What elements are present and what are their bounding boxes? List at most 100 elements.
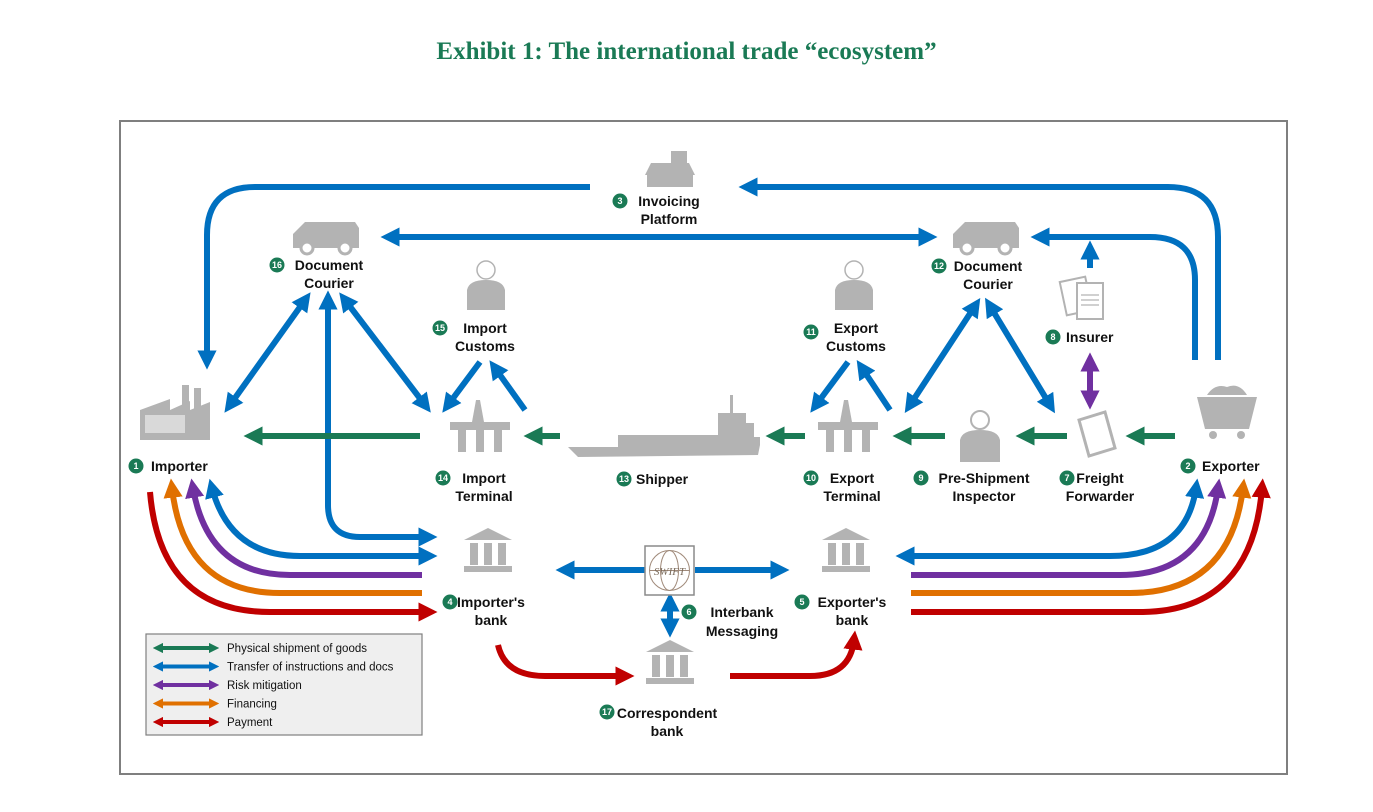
node-label-line2: Courier: [304, 275, 354, 291]
svg-text:2: 2: [1185, 461, 1190, 471]
svg-text:1: 1: [133, 461, 138, 471]
node-label-line1: Correspondent: [617, 705, 718, 721]
exhibit-title: Exhibit 1: The international trade “ecos…: [436, 38, 937, 65]
factory-icon: [140, 385, 210, 440]
oil-rig-icon: [818, 400, 878, 452]
node-label-line2: bank: [651, 723, 684, 739]
node-number-badge: 3: [612, 193, 628, 209]
svg-text:14: 14: [438, 473, 448, 483]
node-label-line1: Freight: [1076, 470, 1124, 486]
node-number-badge: 15: [432, 320, 448, 336]
node-label-line1: Pre-Shipment: [938, 470, 1029, 486]
node-label-line2: Customs: [826, 338, 886, 354]
legend-item: Payment: [152, 716, 273, 729]
svg-text:17: 17: [602, 707, 612, 717]
svg-text:6: 6: [686, 607, 691, 617]
node-number-badge: 5: [794, 594, 810, 610]
node-label-line2: Inspector: [952, 488, 1016, 504]
node-insurer-8: 8 Insurer: [1045, 329, 1114, 345]
documents-icon: [1058, 275, 1104, 320]
node-label-line1: Import: [463, 320, 507, 336]
node-number-badge: 12: [931, 258, 947, 274]
node-label-line1: Exporter's: [818, 594, 887, 610]
svg-text:9: 9: [918, 473, 923, 483]
node-importer-1: 1 Importer: [128, 458, 208, 474]
arrow-exporter-bank-instructions: [895, 478, 1205, 566]
node-number-badge: 4: [442, 594, 458, 610]
van-icon: [953, 222, 1019, 256]
node-label-line2: Terminal: [823, 488, 880, 504]
legend-label: Payment: [227, 717, 273, 729]
svg-text:15: 15: [435, 323, 445, 333]
arrow-courier16-importers-bank: [318, 290, 438, 547]
node-number-badge: 2: [1180, 458, 1196, 474]
node-label-line1: Shipper: [636, 471, 689, 487]
node-number-badge: 10: [803, 470, 819, 486]
node-number-badge: 6: [681, 604, 697, 620]
node-label-line2: bank: [475, 612, 508, 628]
arrow-import-customs-to-terminal: [442, 360, 483, 413]
node-exporter-s-5: 5 Exporter's bank: [794, 594, 887, 628]
node-label-line1: Importer's: [457, 594, 525, 610]
node-label-line1: Export: [834, 320, 879, 336]
instruction-arrows: [197, 177, 1221, 638]
bank-icon: [822, 528, 870, 572]
svg-text:10: 10: [806, 473, 816, 483]
arrow-importer-bank-payment: [147, 491, 438, 622]
arrow-courier16-import-terminal: [339, 292, 431, 413]
node-label-line1: Importer: [151, 458, 208, 474]
legend-item: Financing: [152, 698, 277, 711]
legend-label: Physical shipment of goods: [227, 643, 367, 655]
svg-text:3: 3: [617, 196, 622, 206]
node-number-badge: 13: [616, 471, 632, 487]
clipboard-icon: [1077, 410, 1117, 458]
node-label-line1: Document: [954, 258, 1023, 274]
correspondent-payment-flows: [495, 630, 863, 686]
node-label-line1: Import: [462, 470, 506, 486]
node-number-badge: 8: [1045, 329, 1061, 345]
node-label-line1: Insurer: [1066, 329, 1114, 345]
node-label-line1: Interbank: [710, 604, 773, 620]
arrow-importer-bank-financing: [163, 478, 422, 596]
bank-icon: [646, 640, 694, 684]
svg-text:16: 16: [272, 260, 282, 270]
arrow-importer-bank-instructions: [205, 478, 438, 566]
arrow-courier12-export-terminal: [904, 297, 981, 414]
node-number-badge: 11: [803, 324, 819, 340]
exporter-bank-flows: [895, 478, 1271, 615]
node-label-line1: Invoicing: [638, 193, 699, 209]
node-label-line2: Terminal: [455, 488, 512, 504]
arrow-importers-bank-to-correspondent: [495, 644, 635, 686]
legend-item: Physical shipment of goods: [152, 642, 367, 655]
arrow-invoicing-to-importer: [197, 184, 590, 370]
arrow-courier12-freight-forwarder: [985, 297, 1055, 414]
arrow-importer-bank-risk: [185, 478, 422, 578]
arrow-exporter-bank-risk: [911, 478, 1227, 578]
arrow-export-terminal-to-customs: [856, 360, 893, 412]
node-number-badge: 7: [1059, 470, 1075, 486]
node-label-line2: bank: [836, 612, 869, 628]
svg-text:7: 7: [1064, 473, 1069, 483]
officer-icon: [467, 260, 505, 310]
arrow-export-customs-to-terminal: [810, 360, 851, 413]
arrow-exporter-bank-payment: [911, 478, 1271, 615]
node-label-line1: Document: [295, 257, 364, 273]
swift-icon: SWIFT: [644, 545, 695, 596]
legend-label: Financing: [227, 699, 277, 711]
arrow-exporter-to-courier12: [1030, 227, 1198, 360]
inspector-icon: [960, 410, 1000, 462]
svg-text:12: 12: [934, 261, 944, 271]
node-label-line2: Forwarder: [1066, 488, 1135, 504]
node-number-badge: 17: [599, 704, 615, 720]
svg-text:5: 5: [799, 597, 804, 607]
